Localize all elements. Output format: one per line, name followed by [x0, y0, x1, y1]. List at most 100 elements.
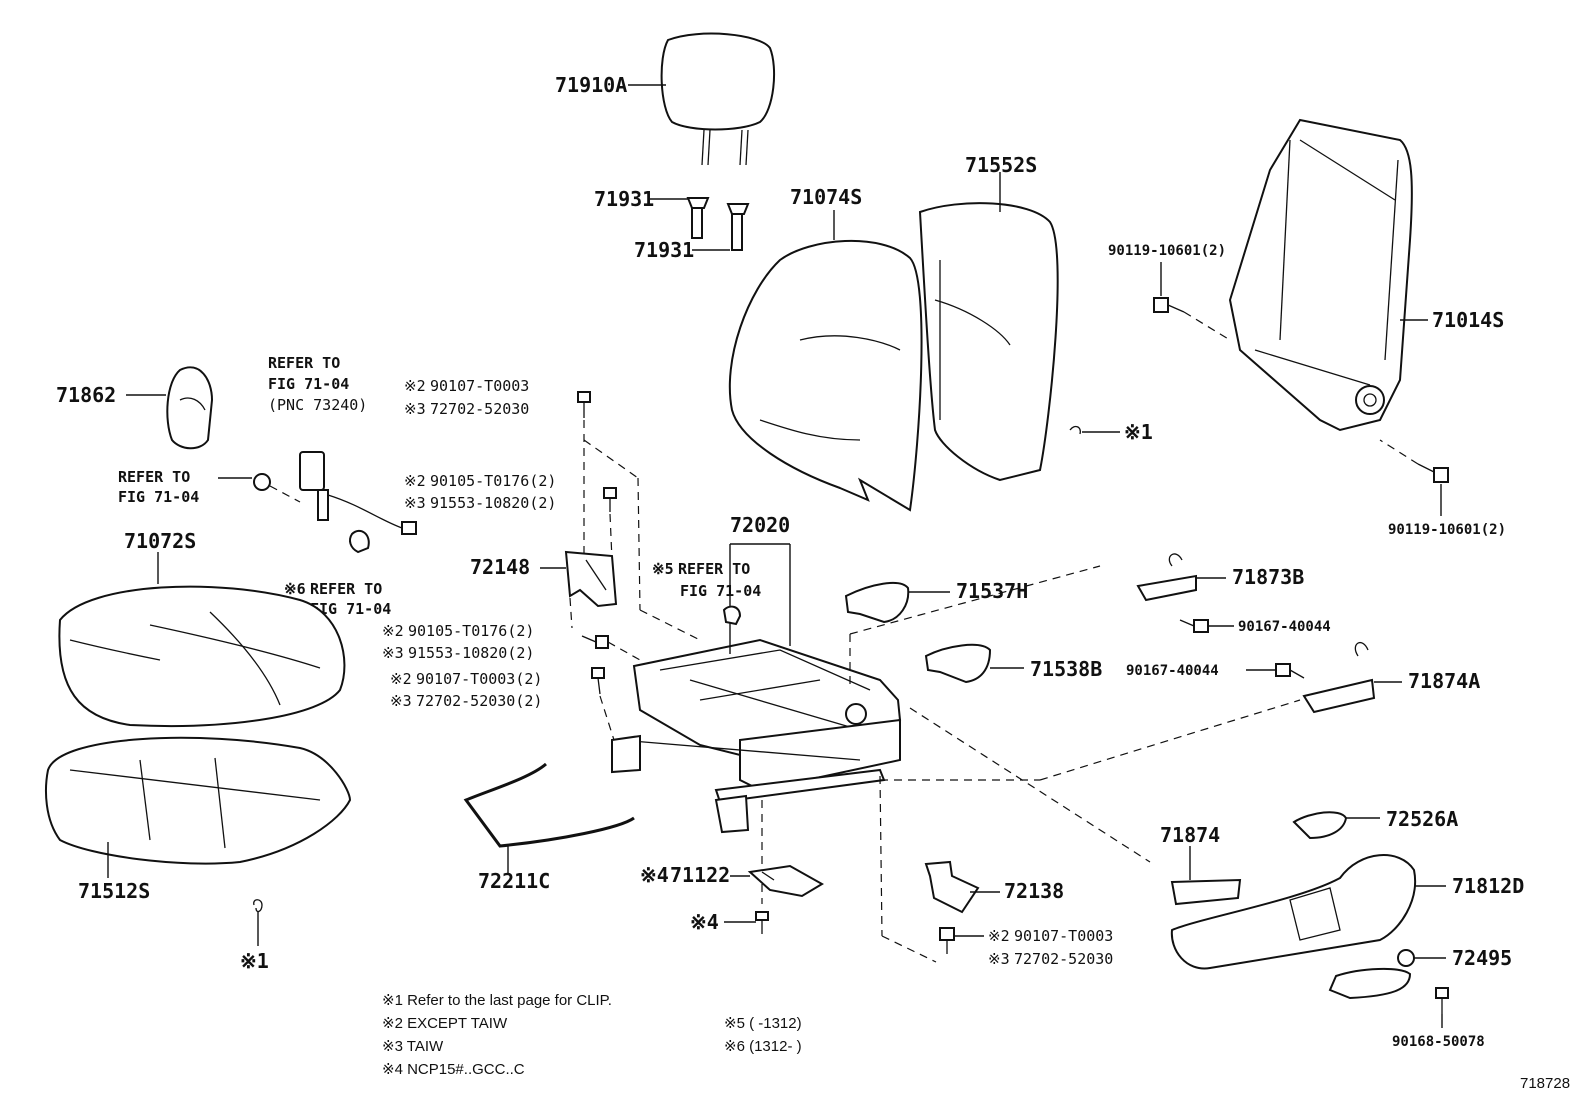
- seat-cushion-pad[interactable]: [45, 736, 352, 865]
- refer-belt-l3: (PNC 73240): [268, 396, 367, 414]
- note-6: ※6 (1312- ): [724, 1038, 802, 1055]
- refer-belt-l2: FIG 71-04: [268, 375, 349, 393]
- label-72148: 72148: [470, 555, 530, 579]
- refer-spacer-mark: ※6: [284, 580, 306, 598]
- refer-belt-l1: REFER TO: [268, 354, 340, 372]
- bolt-top-center[interactable]: [577, 391, 591, 418]
- note-mark-2c: ※2: [382, 622, 404, 640]
- pn-90107-e: 90107-T0003: [1014, 927, 1113, 945]
- nut-72020[interactable]: [722, 605, 742, 626]
- pn-90105-b: 90105-T0176(2): [430, 472, 556, 490]
- label-71538B: 71538B: [1030, 657, 1102, 681]
- label-71874A: 71874A: [1408, 669, 1480, 693]
- note-mark-2e: ※2: [988, 927, 1010, 945]
- trim-71874[interactable]: [1170, 878, 1242, 906]
- seat-belt-buckle[interactable]: [299, 451, 417, 535]
- seat-cushion-cover[interactable]: [58, 585, 346, 728]
- label-71873B: 71873B: [1232, 565, 1304, 589]
- label-71862: 71862: [56, 383, 116, 407]
- bolt-lower-mid[interactable]: [591, 667, 605, 695]
- label-72211C: 72211C: [478, 869, 550, 893]
- bracket-72148[interactable]: [564, 550, 618, 608]
- label-90119-lower: 90119-10601(2): [1388, 522, 1506, 538]
- pn-72702-e: 72702-52030: [1014, 950, 1113, 968]
- refer-nut-l2: FIG 71-04: [118, 488, 199, 506]
- pn-90107-a: 90107-T0003: [430, 377, 529, 395]
- seatback-cover-rear[interactable]: [918, 202, 1059, 482]
- note-mark-3d: ※3: [390, 692, 412, 710]
- headrest[interactable]: [660, 32, 776, 166]
- hook-71873B[interactable]: [1136, 553, 1197, 602]
- label-72020: 72020: [730, 513, 790, 537]
- seatback-cover-front[interactable]: [728, 239, 923, 512]
- seat-adjuster-frame[interactable]: [611, 638, 902, 834]
- clip-bottom-icon: [253, 899, 263, 913]
- bolt-90167-upper[interactable]: [1179, 619, 1209, 633]
- side-cover-71862[interactable]: [166, 366, 214, 450]
- note-mark-2b: ※2: [404, 472, 426, 490]
- label-71074S: 71074S: [790, 185, 862, 209]
- bolt-mid[interactable]: [581, 635, 609, 649]
- spacer[interactable]: [349, 529, 370, 554]
- knob-72526A[interactable]: [1292, 811, 1348, 840]
- screw-4[interactable]: [755, 911, 769, 934]
- screw-90168[interactable]: [1435, 987, 1449, 1014]
- label-72495: 72495: [1452, 946, 1512, 970]
- label-71931-lower: 71931: [634, 238, 694, 262]
- hook-71874A[interactable]: [1302, 641, 1376, 714]
- lever-72495[interactable]: [1328, 949, 1415, 1000]
- pn-91553-b: 91553-10820(2): [430, 494, 556, 512]
- label-71874: 71874: [1160, 823, 1220, 847]
- mark-71122: ※4: [640, 863, 669, 887]
- headrest-support-left[interactable]: [686, 197, 710, 239]
- label-71512S: 71512S: [78, 879, 150, 903]
- label-72138: 72138: [1004, 879, 1064, 903]
- label-71931-upper: 71931: [594, 187, 654, 211]
- note-mark-3e: ※3: [988, 950, 1010, 968]
- bolt-lower-right[interactable]: [1417, 463, 1449, 483]
- note-mark-3a: ※3: [404, 400, 426, 418]
- note-3: ※3 TAIW: [382, 1038, 444, 1055]
- note-mark-3b: ※3: [404, 494, 426, 512]
- label-71122: 71122: [670, 863, 730, 887]
- label-71552S: 71552S: [965, 153, 1037, 177]
- label-71072S: 71072S: [124, 529, 196, 553]
- pn-72702-a: 72702-52030: [430, 400, 529, 418]
- bracket-71538B[interactable]: [924, 643, 992, 684]
- refer-adj-mark: ※5: [652, 560, 674, 578]
- bracket-72138[interactable]: [924, 860, 980, 914]
- figure-number: 718728: [1520, 1075, 1570, 1092]
- wire-72211C[interactable]: [463, 762, 635, 848]
- seatback-frame[interactable]: [1228, 118, 1413, 432]
- bolt-90167-lower[interactable]: [1275, 663, 1305, 679]
- shield-71812D[interactable]: [1170, 854, 1417, 970]
- label-71910A: 71910A: [555, 73, 627, 97]
- mark-screw-4: ※4: [690, 910, 719, 934]
- note-2: ※2 EXCEPT TAIW: [382, 1015, 508, 1032]
- bracket-71537H[interactable]: [844, 581, 910, 624]
- clip-bottom-ref: ※1: [240, 949, 269, 973]
- note-4: ※4 NCP15#..GCC..C: [382, 1061, 525, 1078]
- clip-note-ref: ※1: [1124, 420, 1153, 444]
- refer-adj-l1: REFER TO: [678, 560, 750, 578]
- nut-left[interactable]: [253, 473, 271, 491]
- pn-72702-d: 72702-52030(2): [416, 692, 542, 710]
- headrest-support-right[interactable]: [726, 203, 750, 251]
- label-72526A: 72526A: [1386, 807, 1458, 831]
- label-71014S: 71014S: [1432, 308, 1504, 332]
- bolt-upper-mid[interactable]: [603, 487, 617, 512]
- bolt-upper-left[interactable]: [1153, 297, 1185, 313]
- label-71812D: 71812D: [1452, 874, 1524, 898]
- refer-nut-l1: REFER TO: [118, 468, 190, 486]
- label-71537H: 71537H: [956, 579, 1028, 603]
- refer-adj-l2: FIG 71-04: [680, 582, 761, 600]
- note-mark-3c: ※3: [382, 644, 404, 662]
- label-90168: 90168-50078: [1392, 1034, 1485, 1050]
- refer-spacer-l1: REFER TO: [310, 580, 382, 598]
- bolt-72138[interactable]: [939, 927, 955, 954]
- pn-90105-c: 90105-T0176(2): [408, 622, 534, 640]
- note-5: ※5 ( -1312): [724, 1015, 802, 1032]
- note-mark-2d: ※2: [390, 670, 412, 688]
- bracket-71122[interactable]: [747, 864, 824, 898]
- pn-91553-c: 91553-10820(2): [408, 644, 534, 662]
